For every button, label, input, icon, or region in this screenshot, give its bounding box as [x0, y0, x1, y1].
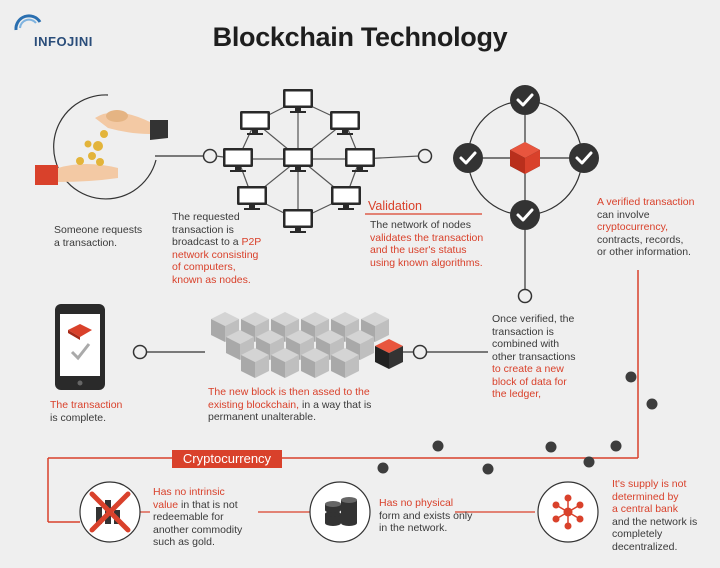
decentralized-network-icon	[537, 481, 599, 543]
step-validation-text: The network of nodes validates the trans…	[370, 219, 484, 269]
crypto-physical-text: Has no physical form and exists only in …	[379, 497, 473, 534]
coin-stack-icon	[309, 481, 371, 543]
step-complete-text: The transaction is complete.	[50, 399, 123, 424]
cryptocurrency-label: Cryptocurrency	[172, 450, 282, 468]
blockchain-cubes-icon	[211, 312, 403, 378]
infojini-logo-icon	[14, 14, 42, 31]
hands-coin-icon	[35, 94, 168, 200]
crypto-supply-text: It's supply is not determined by a centr…	[612, 478, 698, 553]
step-broadcast-text: The requested transaction is broadcast t…	[172, 211, 262, 286]
smartphone-check-icon	[55, 304, 105, 390]
brand-name: INFOJINI	[34, 34, 93, 49]
validation-heading: Validation	[368, 199, 422, 213]
page-title: Blockchain Technology	[212, 22, 508, 52]
step-combined-text: Once verified, the transaction is combin…	[492, 313, 576, 400]
crypto-intrinsic-text: Has no intrinsic value in that is not re…	[153, 486, 243, 548]
validation-checkmarks-icon	[467, 100, 583, 216]
no-value-chart-icon	[79, 481, 141, 543]
step-added-text: The new block is then assed to the exist…	[208, 386, 372, 423]
decorative-dots	[377, 371, 658, 475]
step-verified-text: A verified transaction can involve crypt…	[597, 196, 695, 258]
